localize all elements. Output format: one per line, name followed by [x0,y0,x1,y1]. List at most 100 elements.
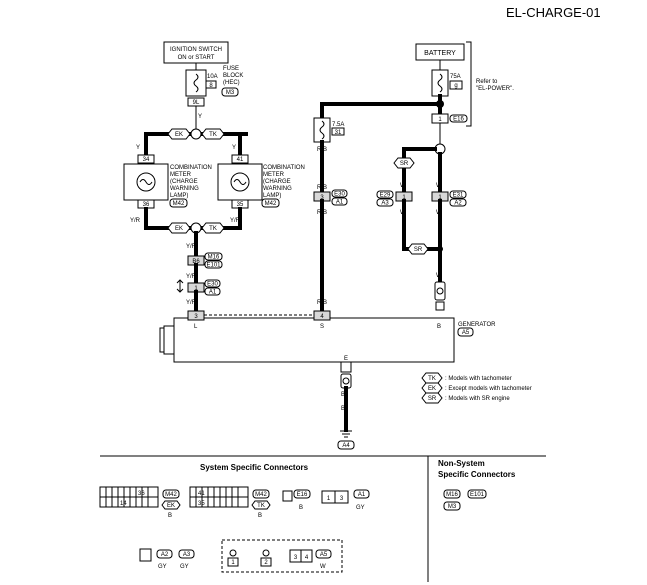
non-system-title-1: Non-System [438,459,485,468]
non-system-e101: E101 [470,492,485,498]
wire-color-rb-3: R/B [317,210,327,216]
a1-color: GY [356,505,365,511]
battery-label: BATTERY [424,50,456,57]
legend-text-1: : Models with tachometer [445,376,512,382]
connector-e30-s: 3 E30 A1 [313,189,348,206]
m42-ek-tag: EK [167,503,175,509]
generator-connector: A5 [462,330,470,336]
a1-pin-3: 3 [340,496,344,502]
ignition-state: ON or START [178,55,215,61]
m42-ek-pin-2: 36 [138,491,145,497]
meter-right-label-4: WARNING [263,186,292,192]
battery-fuse-number: g [454,83,457,89]
wire-color-rb-2: R/B [317,185,327,191]
non-system-m3: M3 [448,504,457,510]
generator-term-s: S [320,324,324,330]
meter-left-label-2: METER [170,172,192,178]
fuse-block: 10A 8 FUSE BLOCK (HEC) M3 9L [185,66,243,107]
tag-sr-lower: SR [407,243,429,255]
meter-left-label-3: (CHARGE [170,179,198,185]
meter-right-top-pin: 41 [237,157,244,163]
meter-left-top-pin: 34 [143,157,150,163]
fusible-amps: 7.5A [332,122,344,128]
legend-tag-2: EK [428,386,436,392]
meter-left-label-1: COMBINATION [170,165,212,171]
e29-label: E29 [380,193,391,199]
e16-conn-label: E16 [297,492,308,498]
fusible-number: 31 [335,130,342,136]
m42-tk-tag: TK [257,503,265,509]
a3-label: A3 [381,201,389,207]
legend-tag-3: SR [428,396,437,402]
tag-tk-upper: TK [201,128,225,140]
a5-pin-2: 2 [264,560,268,566]
connector-e30: 1 E30 A1 [187,279,221,296]
m16-label: M16 [208,255,220,261]
m42-tk-pin-1: 41 [198,491,205,497]
a2-a3-connectors: A2 GY A3 GY [139,548,195,570]
m42-connector-tk: 41 35 M42 TK B [189,486,271,519]
legend: TK : Models with tachometer EK : Except … [421,372,532,404]
wire-color-y-right: Y [232,145,236,151]
tag-tk-text: TK [209,132,217,138]
ignition-switch: IGNITION SWITCH ON or START [163,41,229,64]
tag-tk-lower-text: TK [209,226,217,232]
wire-color-yr-bottom: Y/R [186,300,197,306]
refer-text-1: Refer to [476,79,498,85]
fuse-block-label-1: FUSE [223,66,239,72]
m42-tk-pin-2: 35 [198,501,205,507]
e31-pin: 1 [438,195,442,201]
legend-tag-1: TK [428,376,436,382]
wire-color-yr-lower: Y/R [186,274,197,280]
wire-color-b-1: B [341,392,345,398]
tag-ek-upper: EK [167,128,191,140]
e30-pin: 1 [194,286,198,292]
e31-label: E31 [453,193,464,199]
a5-pin-1: 1 [231,560,235,566]
wire-color-yr-mid: Y/R [186,244,197,250]
fuse-block-terminal: 9L [193,100,200,106]
e101-label: E101 [206,263,221,269]
legend-text-2: : Except models with tachometer [445,386,532,392]
wire-color-rb-1: R/B [317,147,327,153]
non-system-connectors: M16 E101 M3 [443,489,487,511]
wire-color-w-2: W [436,183,442,189]
e16-connector: E16 B [282,489,311,511]
meter-left-connector: M42 [173,201,185,207]
wire-color-w-3: W [400,210,406,216]
meter-left-label-5: LAMP) [170,193,188,199]
a2-color: GY [158,564,167,570]
generator-term-b: B [437,324,441,330]
meter-right-label-3: (CHARGE [263,179,291,185]
a5-pin-4: 4 [305,555,309,561]
system-connectors-title: System Specific Connectors [200,463,309,472]
fuse-block-label-2: BLOCK [223,73,243,79]
fuse-block-connector: M3 [226,90,235,96]
m42-ek-color: B [168,513,172,519]
m42-ek-pin-1: 14 [120,501,127,507]
battery: BATTERY [415,43,465,61]
generator-term-l: L [194,324,198,330]
wire-color-rb-4: R/B [317,300,327,306]
a5-pin-3: 3 [294,555,298,561]
meter-right-label-1: COMBINATION [263,165,305,171]
a1-label: A1 [209,290,217,296]
e16-color: B [299,505,303,511]
a5-color: W [320,564,326,570]
battery-fuse-amps: 75A [450,74,461,80]
combination-meter-left: 34 36 COMBINATION METER (CHARGE WARNING … [123,154,212,209]
e30-label: E30 [207,282,218,288]
fusible-link-31: 7.5A 31 [313,117,345,143]
tag-sr-upper: SR [393,157,415,169]
meter-right-label-5: LAMP) [263,193,281,199]
connector-e29: 1 E29 A3 [376,190,413,207]
meter-left-label-4: WARNING [170,186,199,192]
refer-text-2: "EL-POWER". [476,86,514,92]
m16-pin: B6 [192,259,200,265]
m42-tk-label: M42 [255,492,267,498]
tag-sr-text: SR [400,161,409,167]
a2-label: A2 [161,552,169,558]
m42-tk-color: B [258,513,262,519]
non-system-m16: M16 [446,492,458,498]
